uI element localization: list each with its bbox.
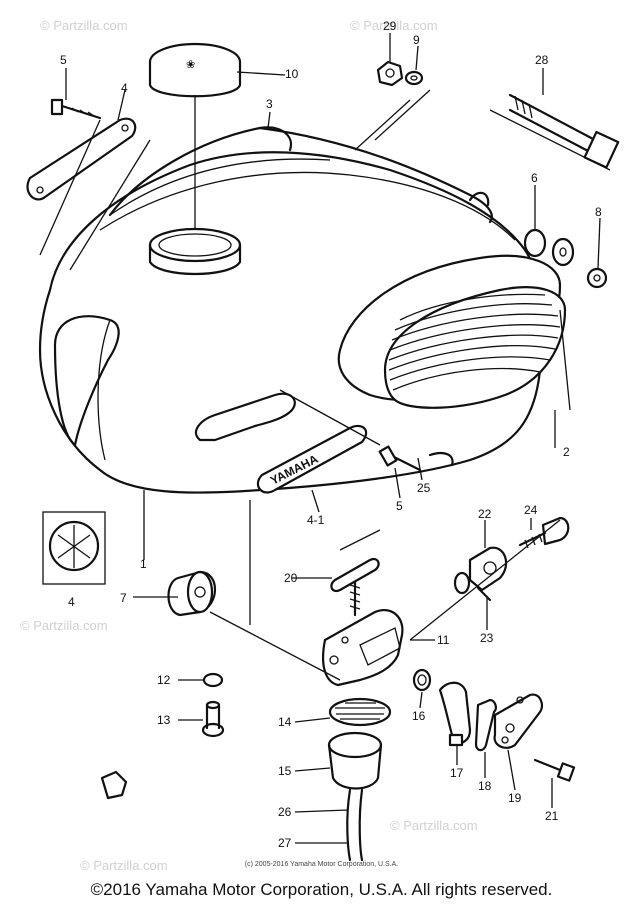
sediment-cup-15 [327, 731, 383, 790]
callout-23: 23 [480, 631, 494, 645]
screw-21 [533, 758, 576, 782]
svg-text:© Partzilla.com: © Partzilla.com [350, 18, 438, 33]
callout-24: 24 [524, 503, 538, 517]
callout-29: 29 [383, 19, 397, 33]
callout-11: 11 [437, 633, 450, 647]
banjo-22 [453, 546, 508, 602]
svg-text:© Partzilla.com: © Partzilla.com [390, 818, 478, 833]
fuel-cock [321, 578, 404, 687]
callout-21: 21 [545, 809, 559, 823]
callout-20: 20 [284, 571, 298, 585]
washer-9 [404, 70, 424, 86]
callout-4-top: 4 [121, 81, 128, 95]
fuel-cap: ❀ [148, 42, 242, 98]
oring-18 [474, 698, 497, 752]
callout-8: 8 [595, 205, 602, 219]
callout-14: 14 [278, 715, 292, 729]
callout-13: 13 [157, 713, 171, 727]
callout-15: 15 [278, 764, 292, 778]
callout-6: 6 [531, 171, 538, 185]
fuel-hose-26 [346, 788, 364, 862]
callout-9: 9 [413, 33, 420, 47]
bolt-13 [201, 700, 225, 738]
callout-4-inset: 4 [68, 595, 75, 609]
bolt-28 [508, 93, 620, 169]
screw-top [50, 98, 102, 120]
emblem-inset [42, 511, 106, 585]
plate-19 [493, 693, 544, 749]
lever-17 [438, 681, 472, 747]
svg-text:© Partzilla.com: © Partzilla.com [80, 858, 168, 873]
callout-3: 3 [266, 97, 273, 111]
callouts: 5 4 10 3 29 9 28 6 8 2 1 4 7 12 13 14 15… [60, 19, 602, 850]
knee-pad [337, 254, 567, 409]
clip [100, 770, 128, 800]
emblem-plate [26, 117, 137, 201]
callout-25: 25 [417, 481, 431, 495]
callout-28: 28 [535, 53, 549, 67]
svg-text:© Partzilla.com: © Partzilla.com [20, 618, 108, 633]
callout-5-bottom: 5 [396, 499, 403, 513]
copyright-footer: ©2016 Yamaha Motor Corporation, U.S.A. A… [90, 880, 553, 899]
callout-2: 2 [563, 445, 570, 459]
filter-screen-14 [328, 697, 392, 727]
washer-8 [586, 267, 608, 289]
callout-17: 17 [450, 766, 464, 780]
svg-text:© Partzilla.com: © Partzilla.com [40, 18, 128, 33]
badge-screw [378, 445, 454, 472]
callout-1: 1 [140, 557, 147, 571]
callout-16: 16 [412, 709, 426, 723]
callout-7: 7 [120, 591, 127, 605]
svg-text:❀: ❀ [186, 59, 195, 71]
callout-22: 22 [478, 507, 492, 521]
nut-29 [376, 60, 404, 87]
callout-12: 12 [157, 673, 171, 687]
small-copyright: (c) 2005-2016 Yamaha Motor Corporation, … [244, 861, 399, 868]
callout-19: 19 [508, 791, 522, 805]
callout-5-top: 5 [60, 53, 67, 67]
gasket-20 [330, 557, 380, 593]
grommet-16 [412, 668, 432, 692]
callout-10: 10 [285, 67, 299, 81]
callout-4-1: 4-1 [307, 513, 325, 527]
callout-18: 18 [478, 779, 492, 793]
callout-26: 26 [278, 805, 292, 819]
damper-7 [167, 570, 216, 617]
washer-6 [523, 228, 575, 267]
callout-27: 27 [278, 836, 292, 850]
washer-12 [202, 672, 224, 688]
leader-lines [39, 33, 611, 844]
